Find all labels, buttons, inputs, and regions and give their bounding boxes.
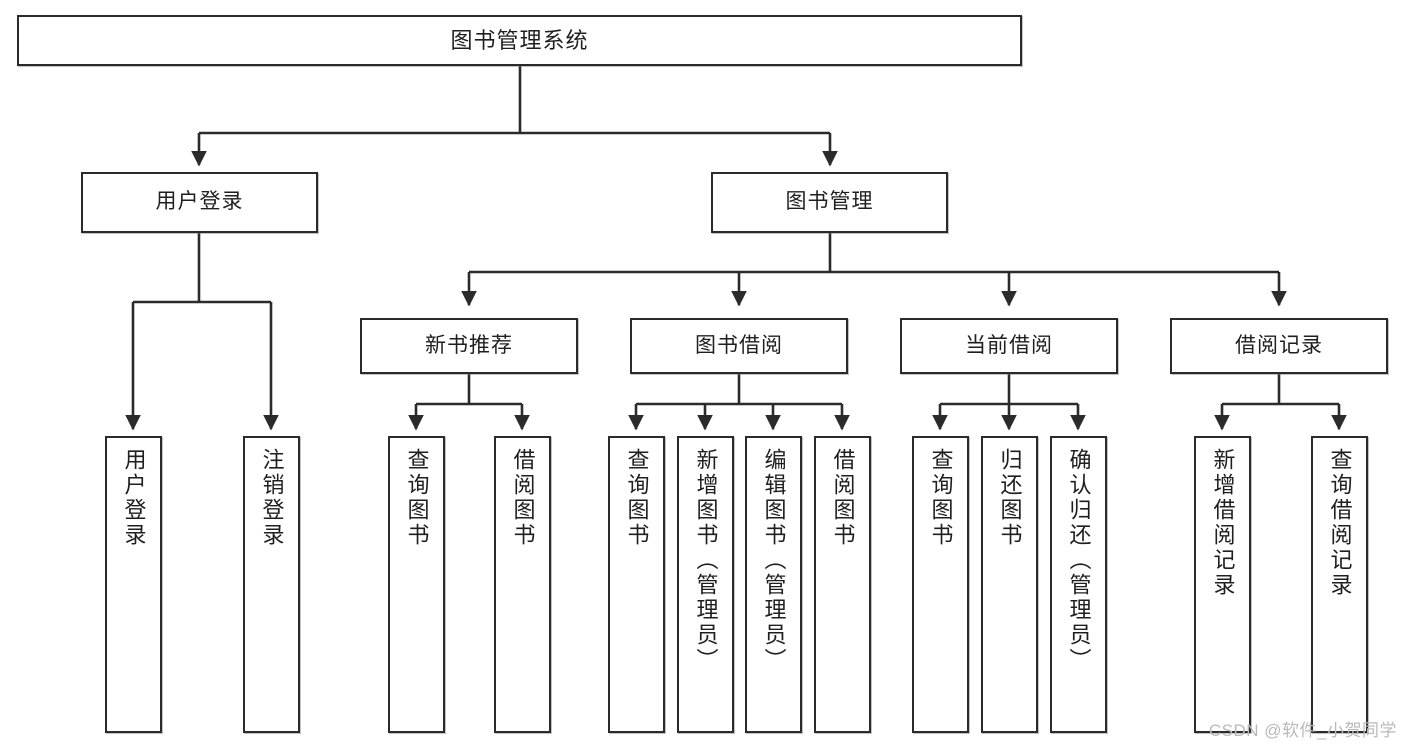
node-root-system[interactable]: 图书管理系统	[17, 15, 1022, 66]
leaf-book-borrow-borrow[interactable]: 借阅图书	[814, 436, 871, 733]
node-label: 借阅图书	[830, 448, 856, 548]
node-borrow-record[interactable]: 借阅记录	[1170, 318, 1388, 374]
leaf-borrow-record-query[interactable]: 查询借阅记录	[1311, 436, 1368, 733]
node-label: 查询图书	[404, 448, 430, 548]
node-label: 当前借阅	[965, 333, 1053, 357]
node-user-login[interactable]: 用户登录	[81, 172, 318, 233]
leaf-current-borrow-query[interactable]: 查询图书	[912, 436, 969, 733]
leaf-book-borrow-add[interactable]: 新增图书（管理员）	[677, 436, 734, 733]
node-book-borrow[interactable]: 图书借阅	[630, 318, 848, 374]
node-label: 新书推荐	[425, 333, 513, 357]
watermark-text: CSDN @软件_小贺同学	[1208, 721, 1397, 740]
node-label: 借阅图书	[510, 448, 536, 548]
node-label: 图书管理系统	[450, 27, 589, 53]
node-label: 注销登录	[259, 448, 285, 548]
node-label: 用户登录	[121, 448, 147, 548]
node-new-book-recommend[interactable]: 新书推荐	[360, 318, 578, 374]
leaf-book-borrow-edit[interactable]: 编辑图书（管理员）	[745, 436, 802, 733]
leaf-current-borrow-confirm[interactable]: 确认归还（管理员）	[1050, 436, 1107, 733]
leaf-user-login-logout[interactable]: 注销登录	[243, 436, 300, 733]
node-label: 用户登录	[155, 190, 244, 214]
leaf-borrow-record-add[interactable]: 新增借阅记录	[1194, 436, 1251, 733]
node-label: 归还图书	[997, 448, 1023, 548]
node-label: 查询图书	[928, 448, 954, 548]
leaf-new-book-borrow[interactable]: 借阅图书	[494, 436, 551, 733]
node-label: 借阅记录	[1235, 333, 1323, 357]
leaf-book-borrow-query[interactable]: 查询图书	[608, 436, 665, 733]
node-label: 查询图书	[624, 448, 650, 548]
node-label: 确认归还（管理员）	[1066, 448, 1092, 673]
node-book-management[interactable]: 图书管理	[711, 172, 948, 233]
node-label: 新增图书（管理员）	[693, 448, 719, 673]
leaf-user-login-login[interactable]: 用户登录	[105, 436, 162, 733]
node-current-borrow[interactable]: 当前借阅	[900, 318, 1118, 374]
node-label: 编辑图书（管理员）	[761, 448, 787, 673]
node-label: 图书借阅	[695, 333, 783, 357]
node-label: 图书管理	[785, 190, 874, 214]
leaf-new-book-query[interactable]: 查询图书	[388, 436, 445, 733]
leaf-current-borrow-return[interactable]: 归还图书	[981, 436, 1038, 733]
node-label: 新增借阅记录	[1210, 448, 1236, 598]
node-label: 查询借阅记录	[1327, 448, 1353, 598]
